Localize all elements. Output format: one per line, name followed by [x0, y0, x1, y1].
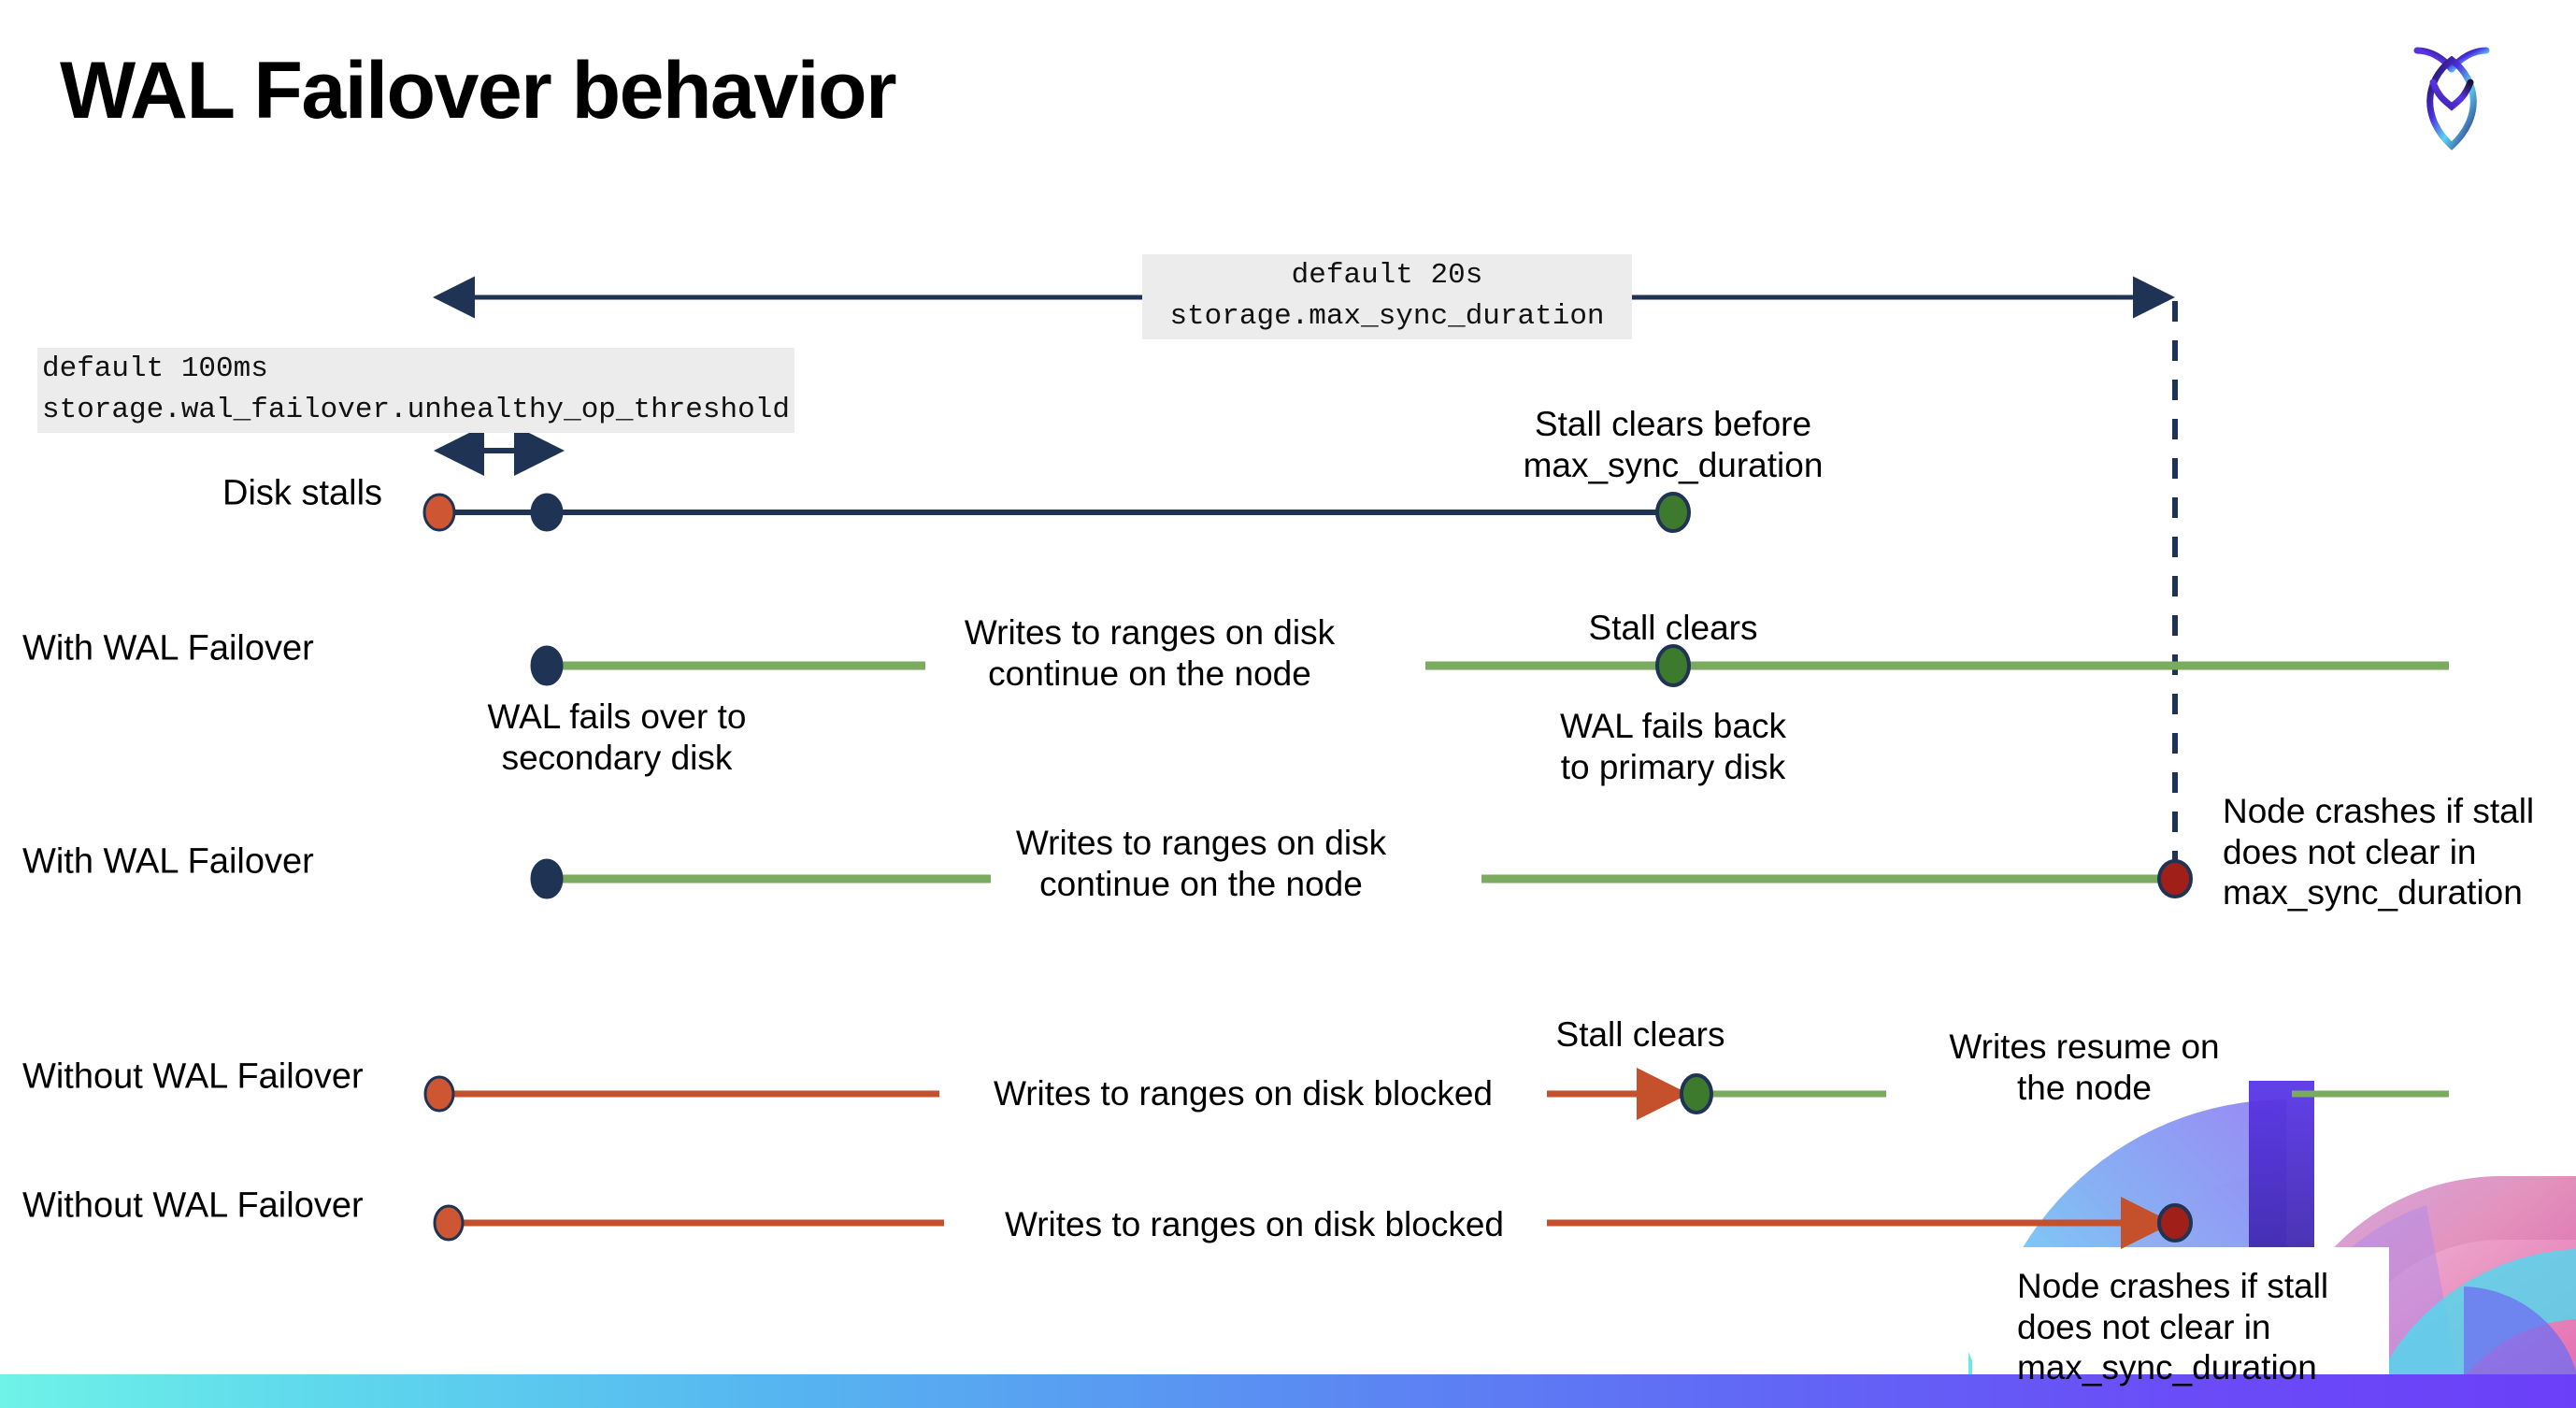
timeline-row-with-failover-crash: [530, 858, 2193, 899]
note-stall-clears-a: Stall clears: [1588, 609, 1758, 647]
note-writes-blocked-a: Writes to ranges on disk blocked: [993, 1074, 1494, 1113]
note-line-1: Writes to ranges on disk: [1015, 824, 1387, 862]
timeline-row-disk-stalls: [422, 492, 1691, 533]
note-line-2: does not clear in: [2223, 832, 2477, 871]
note-line-2: does not clear in: [2017, 1307, 2271, 1346]
timeline-row-without-failover-crash: [433, 1197, 2193, 1249]
note-line-2: secondary disk: [501, 738, 733, 777]
note-writes-continue-b: Writes to ranges on disk continue on the…: [972, 823, 1430, 904]
note-writes-resume: Writes resume on the node: [1897, 1027, 2271, 1108]
row-label-with-wal-failover-a: With WAL Failover: [22, 628, 314, 668]
unhealthy-op-default-text: default 100ms: [39, 349, 271, 391]
note-line-3: max_sync_duration: [2017, 1348, 2317, 1387]
note-line-1: WAL fails back: [1560, 707, 1786, 745]
note-line-2: the node: [2016, 1068, 2153, 1107]
note-line-2: continue on the node: [988, 654, 1311, 693]
note-stall-clears-b: Stall clears: [1555, 1015, 1725, 1054]
note-writes-blocked-b: Writes to ranges on disk blocked: [1004, 1205, 1505, 1243]
timeline-row-with-failover-clears: [530, 644, 2449, 687]
max-sync-default-text: default 20s: [1288, 255, 1486, 297]
max-sync-duration-annotation: default 20s storage.max_sync_duration: [1142, 254, 1632, 339]
max-sync-setting-text: storage.max_sync_duration: [1166, 296, 1608, 338]
note-wal-fails-back: WAL fails back to primary disk: [1496, 706, 1851, 787]
bottom-gradient-bar: [0, 1374, 2576, 1408]
note-line-3: max_sync_duration: [2223, 873, 2523, 912]
timeline-row-without-failover-clears: [423, 1068, 2449, 1120]
page-title: WAL Failover behavior: [60, 46, 897, 136]
unhealthy-op-setting-text: storage.wal_failover.unhealthy_op_thresh…: [39, 390, 793, 432]
note-wal-fails-over: WAL fails over to secondary disk: [421, 697, 813, 778]
note-line-2: max_sync_duration: [1523, 445, 1824, 484]
note-line-2: to primary disk: [1560, 747, 1786, 786]
cockroachdb-logo-icon: [2413, 47, 2490, 151]
note-node-crashes-a: Node crashes if stall does not clear in …: [2223, 791, 2576, 913]
note-line-1: Node crashes if stall: [2223, 792, 2535, 830]
note-line-1: WAL fails over to: [487, 697, 747, 736]
note-line-1: Stall clears before: [1534, 405, 1812, 443]
note-writes-continue-a: Writes to ranges on disk continue on the…: [925, 612, 1374, 694]
note-line-1: Writes resume on: [1949, 1027, 2220, 1066]
note-line-1: Writes to ranges on disk: [964, 613, 1336, 652]
note-line-2: continue on the node: [1039, 864, 1363, 903]
row-label-without-wal-failover-a: Without WAL Failover: [22, 1056, 364, 1097]
row-label-disk-stalls: Disk stalls: [222, 473, 383, 513]
row-label-without-wal-failover-b: Without WAL Failover: [22, 1185, 364, 1226]
row-label-with-wal-failover-b: With WAL Failover: [22, 841, 314, 882]
unhealthy-op-threshold-annotation: default 100ms storage.wal_failover.unhea…: [37, 348, 794, 433]
note-node-crashes-b: Node crashes if stall does not clear in …: [2017, 1266, 2391, 1388]
note-line-1: Node crashes if stall: [2017, 1267, 2329, 1305]
note-stall-clears-before-max: Stall clears before max_sync_duration: [1477, 404, 1869, 485]
